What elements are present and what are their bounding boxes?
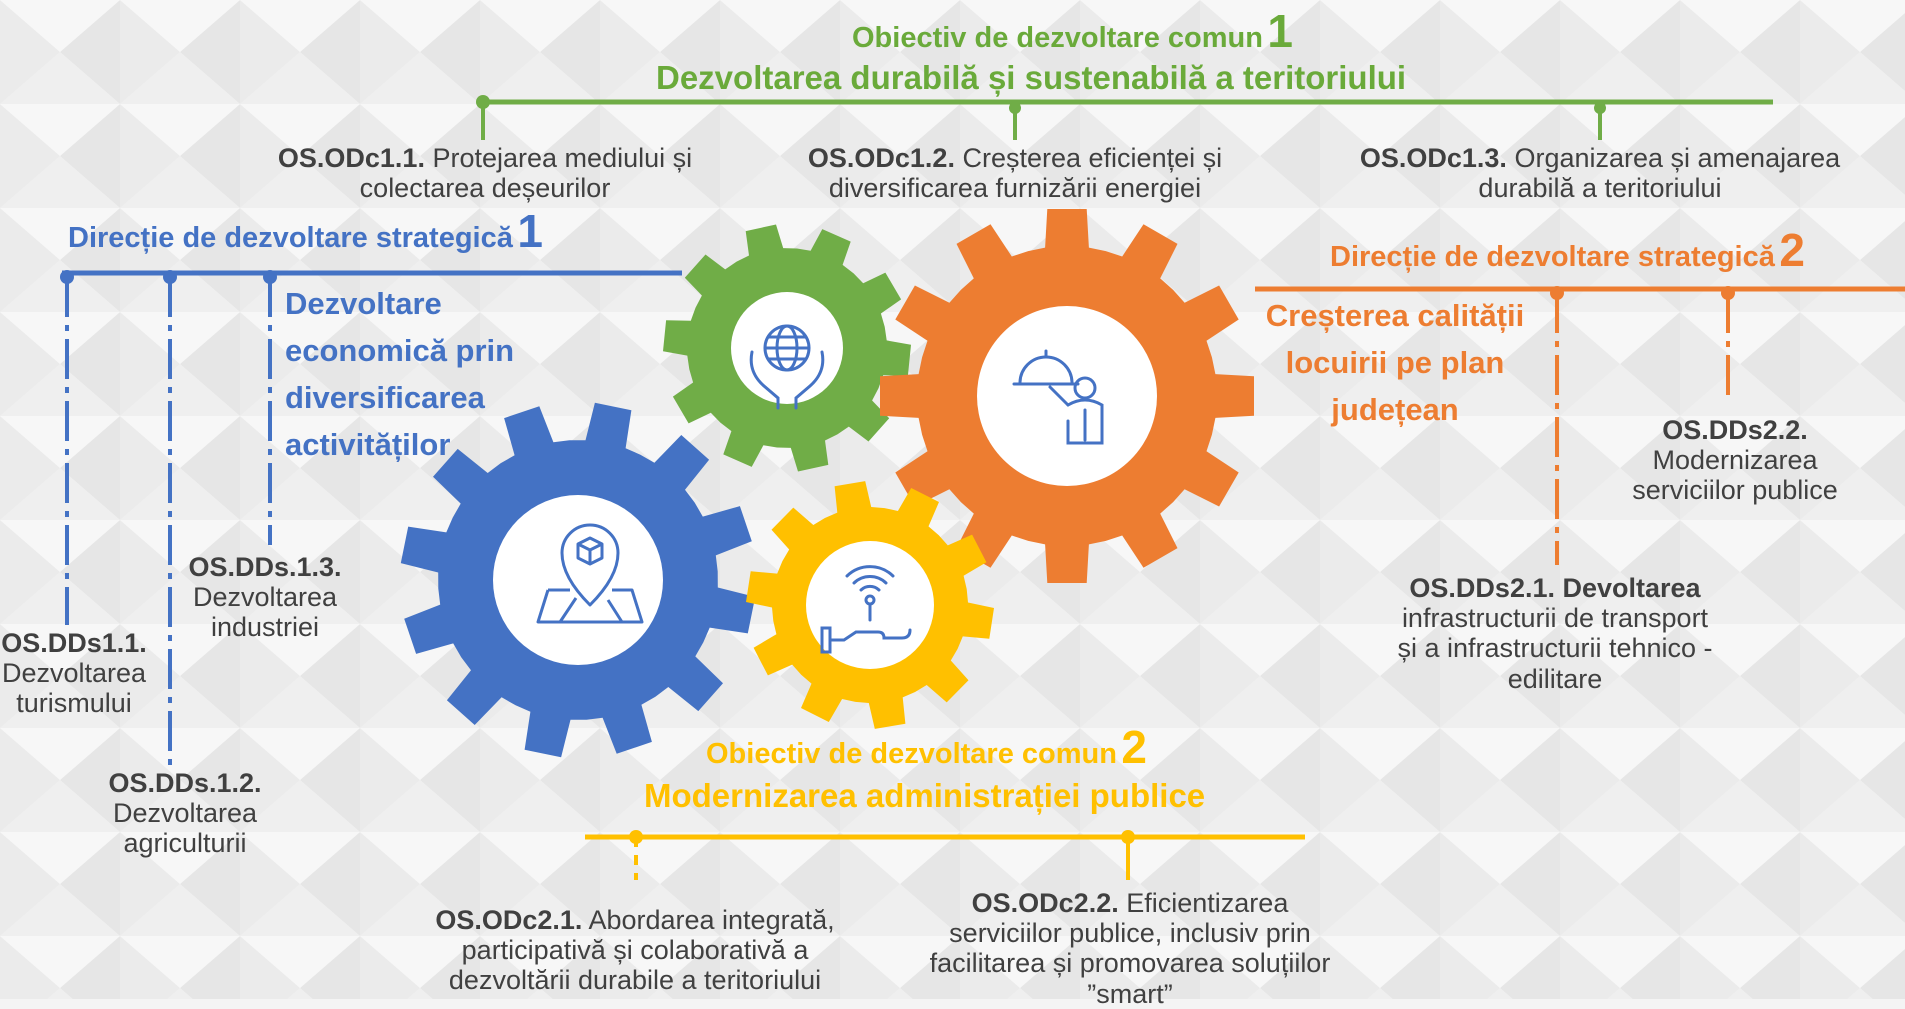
odc2-item-2: OS.ODc2.2. Eficientizarea serviciilor pu… — [890, 888, 1370, 1009]
odc2-item-2-line: Eficientizarea — [1126, 888, 1289, 918]
dds2-heading-number: 2 — [1779, 224, 1805, 276]
map-pin-box-icon — [536, 523, 644, 624]
odc2-item-1-line: Abordarea integrată, — [588, 905, 835, 935]
dds1-heading-text: Direcție de dezvoltare strategică — [68, 222, 513, 254]
dds2-heading-text: Direcție de dezvoltare strategică — [1330, 241, 1775, 273]
odc1-item-1-line1: Protejarea mediului și — [432, 143, 693, 173]
dds1-item-2-code: OS.DDs.1.2. — [108, 768, 262, 798]
dds2-item-1: OS.DDs2.1. Devoltarea infrastructurii de… — [1355, 573, 1755, 694]
dds1-title-line: Dezvoltare — [285, 286, 442, 321]
dds1-item-3-code: OS.DDs.1.3. — [188, 552, 342, 582]
dds2-item-2: OS.DDs2.2. Modernizarea serviciilor publ… — [1600, 415, 1870, 506]
dds1-heading: Direcție de dezvoltare strategică 1 — [68, 205, 543, 258]
odc1-item-1: OS.ODc1.1. Protejarea mediului și colect… — [260, 143, 710, 203]
dds2-title-line: județean — [1331, 392, 1459, 427]
odc2-item-2-code: OS.ODc2.2. — [971, 888, 1119, 918]
dds1-item-1-line: turismului — [16, 688, 132, 719]
dds1-heading-number: 1 — [517, 205, 543, 257]
dds1-item-3-line: Dezvoltarea — [192, 582, 338, 613]
dds2-item-1-line: Devoltarea — [1562, 573, 1701, 603]
dds2-item-2-line: Modernizarea — [1652, 445, 1818, 476]
dds1-title: Dezvoltare economică prin diversificarea… — [285, 280, 514, 468]
odc1-item-3-code: OS.ODc1.3. — [1359, 143, 1507, 173]
dds1-title-line: diversificarea — [285, 380, 485, 415]
dds1-item-3-line: industriei — [210, 612, 320, 643]
odc1-item-3-line2: durabilă a teritoriului — [1478, 173, 1722, 204]
odc2-title: Modernizarea administrației publice — [644, 777, 1206, 814]
odc1-heading-number: 1 — [1267, 5, 1293, 57]
odc1-heading: Obiectiv de dezvoltare comun 1 — [852, 5, 1293, 58]
dds1-item-2-line: Dezvoltarea — [112, 798, 258, 829]
globe-in-hands-icon — [749, 324, 825, 410]
odc1-item-3-line1: Organizarea și amenajarea — [1514, 143, 1841, 173]
odc2-heading: Obiectiv de dezvoltare comun 2 — [706, 721, 1147, 774]
dds2-heading: Direcție de dezvoltare strategică 2 — [1330, 224, 1805, 277]
dds1-item-3: OS.DDs.1.3. Dezvoltarea industriei — [170, 552, 360, 643]
dds2-title-line: Creșterea calității — [1265, 298, 1525, 333]
odc2-heading-number: 2 — [1121, 721, 1147, 773]
dds2-item-2-code: OS.DDs2.2. — [1662, 415, 1808, 445]
odc1-item-2-line1: Creșterea eficienței și — [962, 143, 1223, 173]
dds2-item-1-code: OS.DDs2.1. — [1409, 573, 1555, 603]
dds2-item-2-line: serviciilor publice — [1632, 475, 1838, 506]
odc1-item-2-code: OS.ODc1.2. — [807, 143, 955, 173]
odc1-title: Dezvoltarea durabilă și sustenabilă a te… — [656, 59, 1407, 96]
waiter-cloche-icon — [1012, 349, 1104, 445]
dds1-item-1-code: OS.DDs1.1. — [1, 628, 147, 658]
odc1-item-2-line2: diversificarea furnizării energiei — [828, 173, 1202, 204]
odc2-item-2-line: serviciilor publice, inclusiv prin — [949, 918, 1311, 949]
odc1-item-3: OS.ODc1.3. Organizarea și amenajarea dur… — [1340, 143, 1860, 203]
odc2-item-1: OS.ODc2.1. Abordarea integrată, particip… — [400, 905, 870, 996]
odc2-item-2-line: facilitarea și promovarea soluțiilor — [929, 948, 1331, 979]
dds2-item-1-line: infrastructurii de transport — [1401, 603, 1709, 634]
dds2-title: Creșterea calității locuirii pe plan jud… — [1235, 292, 1555, 433]
dds2-title-line: locuirii pe plan — [1285, 345, 1505, 380]
dds1-item-1-line: Dezvoltarea — [1, 658, 147, 689]
blue-gear-center — [493, 495, 663, 665]
odc1-item-1-line2: colectarea deșeurilor — [359, 173, 611, 204]
odc1-item-1-code: OS.ODc1.1. — [277, 143, 425, 173]
odc2-heading-text: Obiectiv de dezvoltare comun — [706, 738, 1117, 770]
odc2-item-1-line: participativă și colaborativă a — [461, 935, 809, 966]
odc2-item-1-line: dezvoltării durabile a teritoriului — [448, 965, 822, 996]
dds1-item-2: OS.DDs.1.2. Dezvoltarea agriculturii — [90, 768, 280, 859]
odc2-item-1-code: OS.ODc2.1. — [435, 905, 583, 935]
wireless-hand-icon — [820, 565, 912, 654]
dds2-item-1-line: și a infrastructurii tehnico - — [1397, 633, 1713, 664]
odc1-heading-text: Obiectiv de dezvoltare comun — [852, 22, 1263, 54]
dds1-item-1: OS.DDs1.1. Dezvoltarea turismului — [0, 628, 148, 719]
odc1-item-2: OS.ODc1.2. Creșterea eficienței și diver… — [790, 143, 1240, 203]
dds1-title-line: economică prin — [285, 333, 515, 368]
dds1-item-2-line: agriculturii — [123, 828, 247, 859]
dds1-title-line: activităților — [285, 427, 451, 462]
orange-gear-center — [977, 306, 1157, 486]
odc2-item-2-line: ”smart” — [1087, 978, 1173, 1009]
dds2-item-1-line: edilitare — [1507, 663, 1603, 694]
